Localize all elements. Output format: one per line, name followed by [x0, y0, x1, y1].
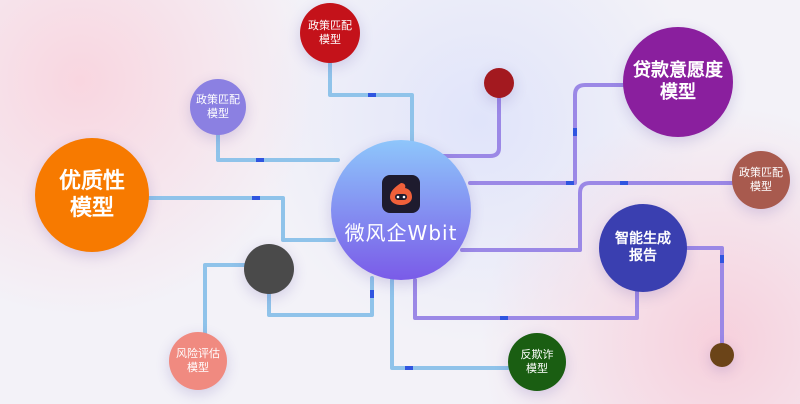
- node-quality[interactable]: 优质性 模型: [35, 138, 149, 252]
- node-risk-assessment[interactable]: 风险评估 模型: [169, 332, 227, 390]
- node-loan-willingness[interactable]: 贷款意愿度 模型: [623, 27, 733, 137]
- line-policy-top: [328, 58, 414, 144]
- line-loan: [468, 83, 628, 185]
- node-policy-match-top[interactable]: 政策匹配 模型: [300, 3, 360, 63]
- line-quality: [146, 196, 336, 242]
- center-hub-wbit[interactable]: 微风企Wbit: [331, 140, 471, 280]
- center-label: 微风企Wbit: [344, 220, 458, 245]
- node-policy-match-right[interactable]: 政策匹配 模型: [732, 151, 790, 209]
- node-brown-dot: [710, 343, 734, 367]
- line-red-dot: [438, 96, 501, 158]
- node-smart-report[interactable]: 智能生成 报告: [599, 204, 687, 292]
- line-report-dot: [685, 246, 724, 345]
- line-report: [413, 278, 639, 320]
- wbit-logo-icon: [382, 174, 420, 213]
- node-red-dot: [484, 68, 514, 98]
- line-policy-right: [460, 181, 735, 252]
- node-anti-fraud[interactable]: 反欺诈 模型: [508, 333, 566, 391]
- line-gray-risk: [203, 263, 247, 337]
- line-policy-left: [216, 132, 340, 162]
- line-fraud: [390, 278, 510, 370]
- node-gray-dot: [244, 244, 294, 294]
- node-policy-match-left[interactable]: 政策匹配 模型: [190, 79, 246, 135]
